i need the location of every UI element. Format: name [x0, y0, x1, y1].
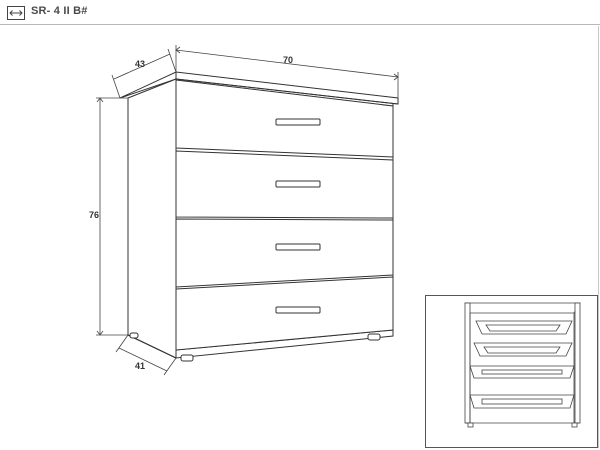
cabinet-top-front-edge: [175, 78, 399, 105]
foot-right: [367, 333, 381, 341]
side-bottom-edge: [127, 334, 177, 359]
foot-back: [129, 332, 139, 339]
foot-left: [180, 354, 194, 362]
depth-bottom-dimension: 41: [135, 361, 145, 371]
inset-open-drawers-view: [425, 295, 598, 448]
drawer-3: [175, 218, 394, 288]
open-drawers-icon: [464, 302, 581, 428]
depth-top-dimension: 43: [135, 59, 145, 69]
bar-handle-icon: [275, 118, 321, 126]
bar-handle-icon: [275, 180, 321, 188]
header-bar: SR- 4 II B#: [0, 0, 600, 26]
width-dimension: 70: [283, 55, 293, 65]
product-code-title: SR- 4 II B#: [31, 5, 88, 17]
bar-handle-icon: [275, 306, 321, 314]
width-arrows-icon: [7, 6, 25, 20]
header-divider: [0, 24, 600, 25]
dimension-lines: [96, 45, 399, 376]
bar-handle-icon: [275, 243, 321, 251]
cabinet-left-side: [127, 78, 177, 359]
drawer-handles: [275, 118, 321, 314]
cabinet-feet: [129, 332, 381, 362]
height-dimension: 76: [89, 210, 99, 220]
